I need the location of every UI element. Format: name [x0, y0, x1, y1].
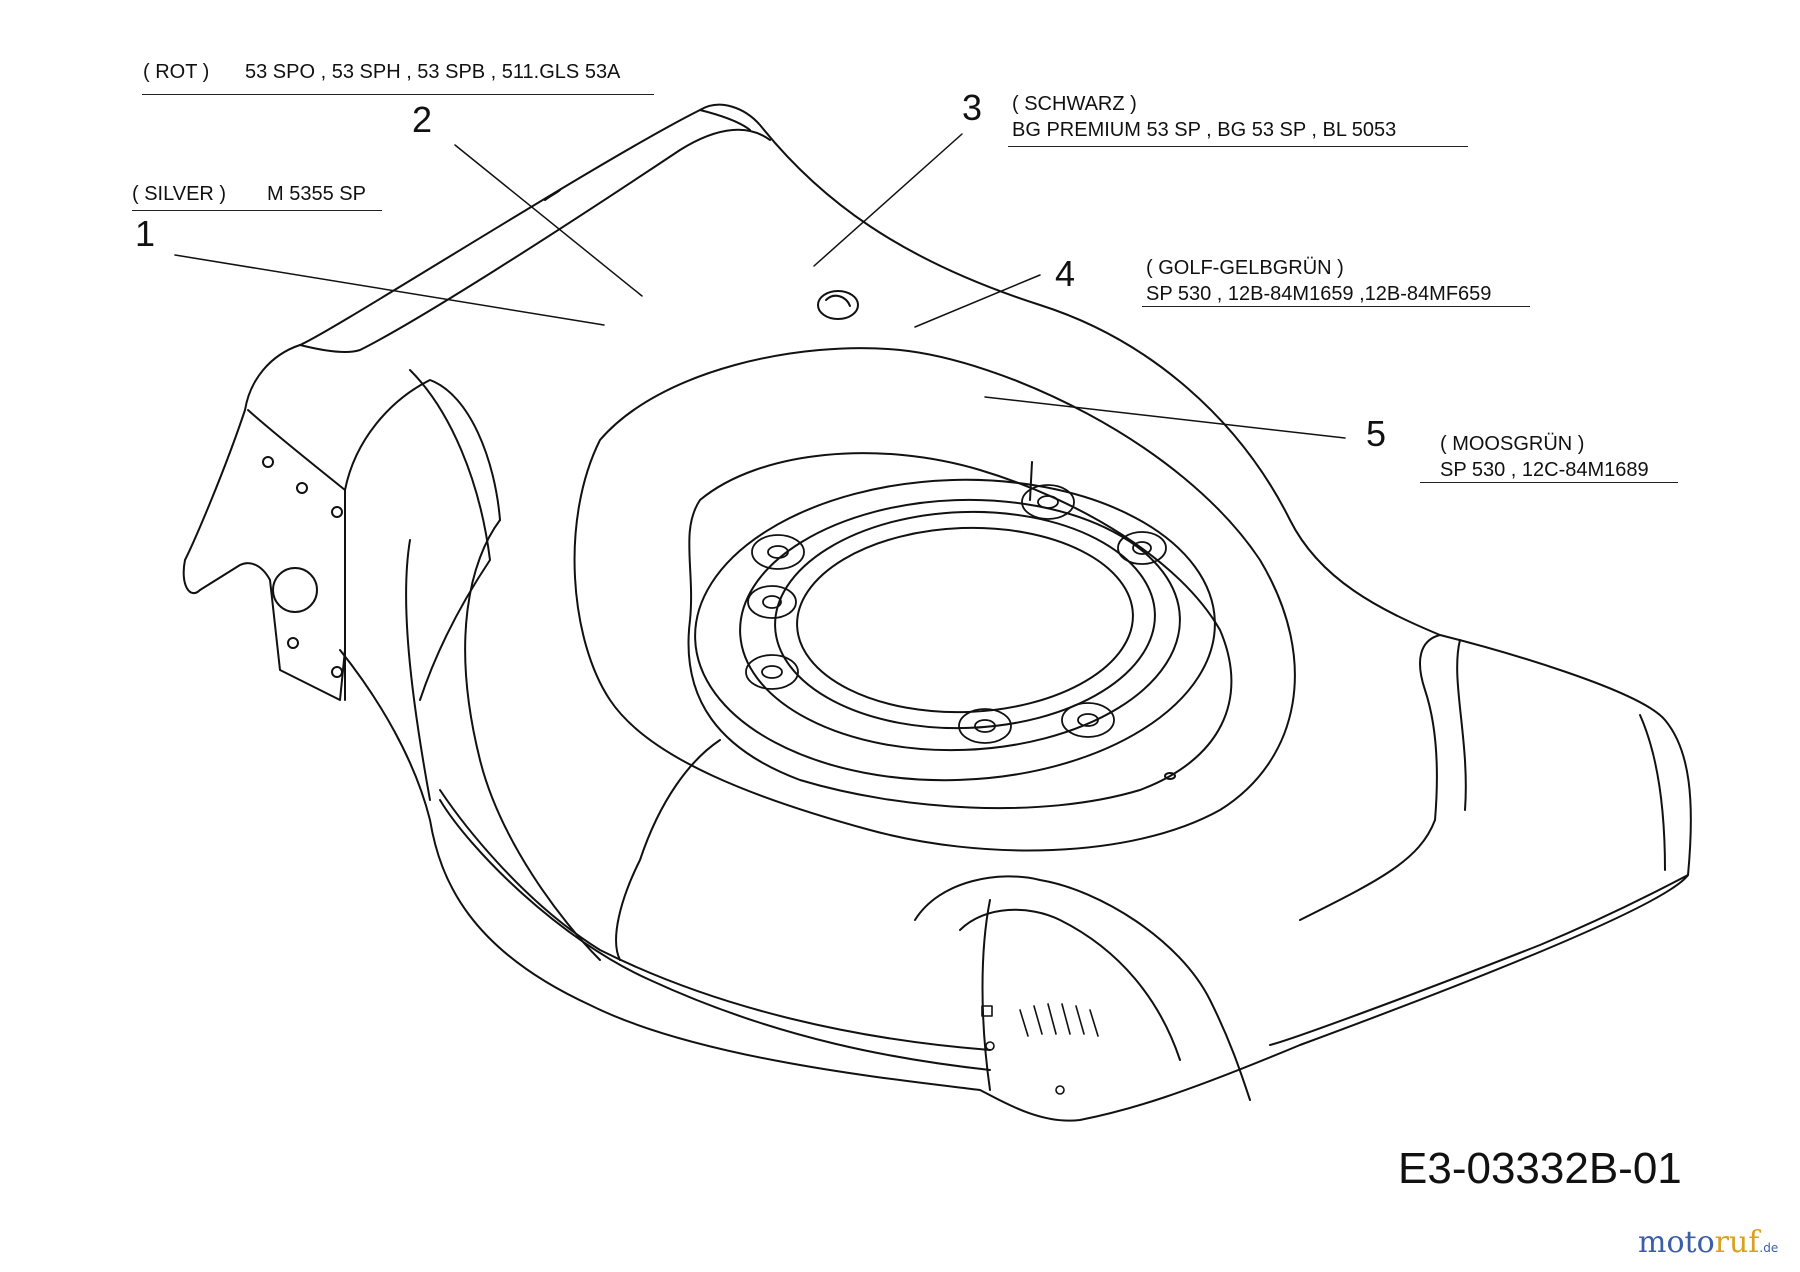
callout-5-rule [1420, 482, 1678, 483]
watermark-logo: motoruf.de [1638, 1226, 1778, 1265]
callout-5-models: SP 530 , 12C-84M1689 [1440, 459, 1649, 481]
callout-3-rule [1008, 146, 1468, 147]
callout-5-color: ( MOOSGRÜN ) [1440, 433, 1585, 455]
callout-2-number: 2 [412, 99, 433, 140]
motor-opening [796, 526, 1134, 714]
left-flap-inner [247, 409, 346, 701]
mounting-bosses [745, 484, 1167, 744]
callout-1-models: M 5355 SP [267, 183, 366, 205]
callout-2-rule [142, 94, 654, 95]
drawing-code: E3-03332B-01 [1398, 1144, 1682, 1193]
watermark-suffix: .de [1759, 1241, 1779, 1255]
top-ridge [299, 128, 771, 354]
discharge-housing [1299, 634, 1441, 921]
callout-4-color: ( GOLF-GELBGRÜN ) [1146, 257, 1344, 279]
callout-4-rule [1142, 306, 1530, 307]
callout-4-number: 4 [1055, 253, 1076, 294]
motor-ring-outer [694, 478, 1216, 782]
motor-ring-inner [774, 510, 1156, 730]
vent-slots [981, 1003, 1099, 1095]
callout-2-models: 53 SPO , 53 SPH , 53 SPB , 511.GLS 53A [245, 61, 621, 83]
dish-outer [573, 347, 1296, 852]
dish-inner [687, 452, 1233, 810]
callout-2-color: ( ROT ) [143, 61, 210, 83]
callout-1-color: ( SILVER ) [132, 183, 227, 205]
callout-1-rule [132, 210, 382, 211]
callout-5-number: 5 [1366, 413, 1387, 454]
callout-3-color: ( SCHWARZ ) [1012, 93, 1137, 115]
callout-4-models: SP 530 , 12B-84M1659 ,12B-84MF659 [1146, 283, 1492, 305]
watermark-part2: ruf [1714, 1225, 1760, 1260]
callout-3-models: BG PREMIUM 53 SP , BG 53 SP , BL 5053 [1012, 119, 1397, 141]
watermark-part1: moto [1638, 1225, 1715, 1260]
callout-1-number: 1 [135, 213, 156, 254]
callout-3-number: 3 [962, 87, 983, 128]
front-skirt [439, 789, 991, 1051]
leader-lines [174, 133, 1346, 439]
motor-ring-mid [739, 498, 1181, 752]
deck-port [817, 290, 859, 320]
deck-outline [299, 103, 1692, 1122]
left-flap [182, 344, 346, 701]
right-bumper [914, 875, 1251, 1101]
